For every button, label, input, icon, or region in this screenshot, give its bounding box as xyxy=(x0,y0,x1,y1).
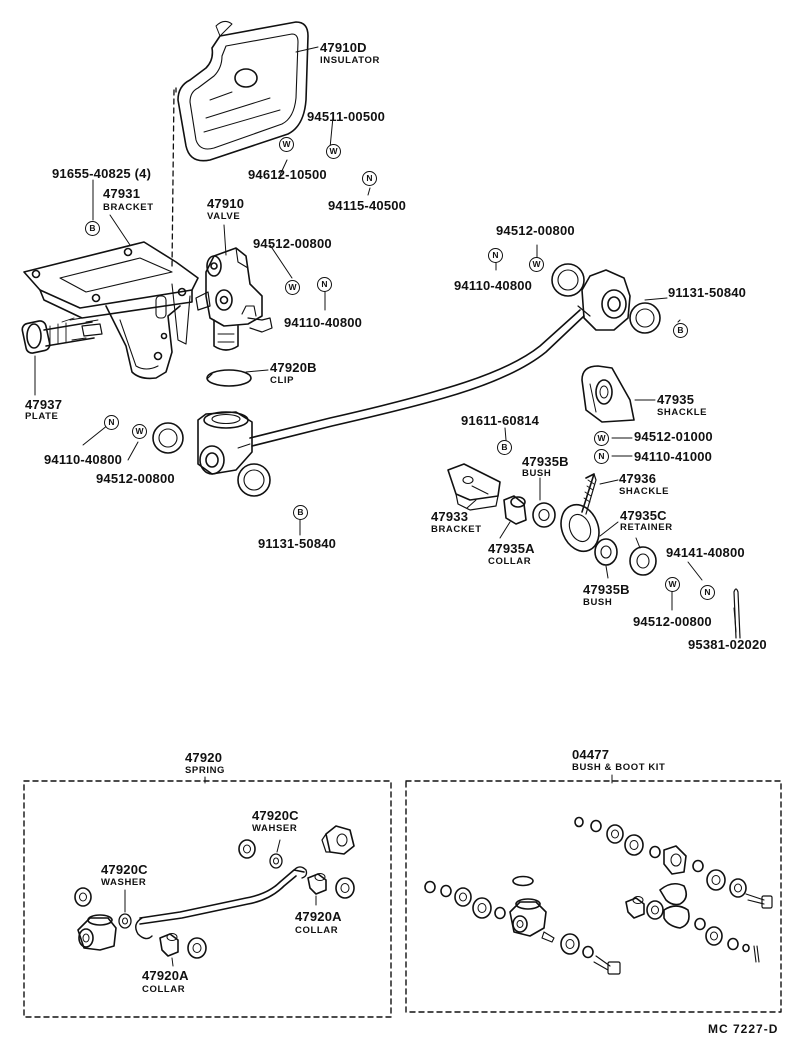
part-name-washer: WASHER xyxy=(101,877,147,888)
part-name-bracket: BRACKET xyxy=(103,202,154,213)
part-number-47935b: 47935B xyxy=(522,454,569,469)
part-number-47937: 47937 xyxy=(25,397,63,412)
bush-boot-kit-box xyxy=(405,780,782,1013)
upper-joint-drawing xyxy=(581,269,631,331)
part-number-47920b: 47920B xyxy=(270,360,317,375)
part-number-94110-41000: 94110-41000 xyxy=(634,449,713,464)
collar-47935a-drawing xyxy=(503,495,527,525)
part-number-91131-50840: 91131-50840 xyxy=(668,285,747,300)
part-number-94511-00500: 94511-00500 xyxy=(307,109,386,124)
bush-left-drawing xyxy=(152,422,184,454)
valve-47910-drawing xyxy=(195,247,273,351)
lower-joint-drawing xyxy=(197,411,253,475)
part-number-47935c: 47935C xyxy=(620,508,667,523)
nut-symbol: N xyxy=(104,415,119,430)
part-number-94110-40800: 94110-40800 xyxy=(44,452,123,467)
part-number-94115-40500: 94115-40500 xyxy=(328,198,407,213)
part-number-47910d: 47910D xyxy=(320,40,367,55)
bolt-symbol: B xyxy=(673,323,688,338)
spring-kit-drawing xyxy=(74,825,355,967)
part-name-wahser: WAHSER xyxy=(252,823,298,834)
nut-symbol: N xyxy=(488,248,503,263)
washer-symbol: W xyxy=(285,280,300,295)
part-name-retainer: RETAINER xyxy=(620,522,673,533)
bush-upper-left-drawing xyxy=(551,263,585,297)
clip-47920b-drawing xyxy=(206,369,252,387)
part-number-94512-00800: 94512-00800 xyxy=(253,236,332,251)
part-name-insulator: INSULATOR xyxy=(320,55,380,66)
part-number-47935: 47935 xyxy=(657,392,695,407)
part-number-47931: 47931 xyxy=(103,186,141,201)
part-number-94512-00800: 94512-00800 xyxy=(496,223,575,238)
part-name-shackle: SHACKLE xyxy=(657,407,708,418)
part-number-95381-02020: 95381-02020 xyxy=(688,637,767,652)
kit-number-47920: 47920 xyxy=(185,750,223,765)
part-number-91611-60814: 91611-60814 xyxy=(461,413,540,428)
retainer-47935c-drawing xyxy=(629,546,657,576)
part-number-47935b: 47935B xyxy=(583,582,630,597)
part-number-94141-40800: 94141-40800 xyxy=(666,545,745,560)
kit-name-spring: SPRING xyxy=(185,765,226,776)
part-number-47935a: 47935A xyxy=(488,541,535,556)
bolt-symbol: B xyxy=(293,505,308,520)
spring-kit-box xyxy=(23,780,392,1018)
bracket-47931-drawing xyxy=(23,241,199,380)
part-name-bush: BUSH xyxy=(583,597,613,608)
part-number-94512-00800: 94512-00800 xyxy=(633,614,712,629)
washer-symbol: W xyxy=(279,137,294,152)
bush-lower-drawing xyxy=(237,463,271,497)
nut-symbol: N xyxy=(594,449,609,464)
part-name-plate: PLATE xyxy=(25,411,59,422)
washer-symbol: W xyxy=(594,431,609,446)
part-name-valve: VALVE xyxy=(207,211,241,222)
plate-47937-drawing xyxy=(21,317,103,354)
part-number-47933: 47933 xyxy=(431,509,469,524)
part-number-94612-10500: 94612-10500 xyxy=(248,167,327,182)
washer-symbol: W xyxy=(326,144,341,159)
part-number-47920a: 47920A xyxy=(142,968,189,983)
bush-47935b-upper-drawing xyxy=(532,502,556,528)
kit-number-04477: 04477 xyxy=(572,747,610,762)
nut-symbol: N xyxy=(317,277,332,292)
nut-symbol: N xyxy=(362,171,377,186)
bush-47935b-lower-drawing xyxy=(594,538,618,566)
part-number-47936: 47936 xyxy=(619,471,657,486)
insulator-drawing xyxy=(177,20,309,162)
washer-symbol: W xyxy=(665,577,680,592)
part-number-47920a: 47920A xyxy=(295,909,342,924)
shackle-47935-drawing xyxy=(581,365,635,423)
part-number-47910: 47910 xyxy=(207,196,245,211)
washer-symbol: W xyxy=(132,424,147,439)
part-number-47920c: 47920C xyxy=(101,862,148,877)
bracket-47933-drawing xyxy=(447,463,501,511)
part-number-94512-00800: 94512-00800 xyxy=(96,471,175,486)
part-number-91655-40825: 91655-40825 (4) xyxy=(52,166,152,181)
part-name-shackle: SHACKLE xyxy=(619,486,670,497)
kit-name-bush-boot-kit: BUSH & BOOT KIT xyxy=(572,762,666,773)
part-number-47920c: 47920C xyxy=(252,808,299,823)
diagram-code: MC 7227-D xyxy=(708,1022,779,1036)
part-name-collar: COLLAR xyxy=(142,984,186,995)
part-name-collar: COLLAR xyxy=(488,556,532,567)
part-number-94110-40800: 94110-40800 xyxy=(454,278,533,293)
part-number-91131-50840: 91131-50840 xyxy=(258,536,337,551)
part-name-bracket: BRACKET xyxy=(431,524,482,535)
shackle-47936-drawing xyxy=(560,473,600,553)
nut-symbol: N xyxy=(700,585,715,600)
leader-lines xyxy=(34,46,737,633)
bush-upper-right-drawing xyxy=(629,302,661,334)
bolt-symbol: B xyxy=(85,221,100,236)
part-name-clip: CLIP xyxy=(270,375,295,386)
part-number-94110-40800: 94110-40800 xyxy=(284,315,363,330)
bolt-symbol: B xyxy=(497,440,512,455)
part-number-94512-01000: 94512-01000 xyxy=(634,429,713,444)
washer-symbol: W xyxy=(529,257,544,272)
part-name-collar: COLLAR xyxy=(295,925,339,936)
insulator-bracket-dashed-line xyxy=(171,89,175,269)
part-name-bush: BUSH xyxy=(522,468,552,479)
bush-boot-kit-drawing xyxy=(424,816,773,975)
